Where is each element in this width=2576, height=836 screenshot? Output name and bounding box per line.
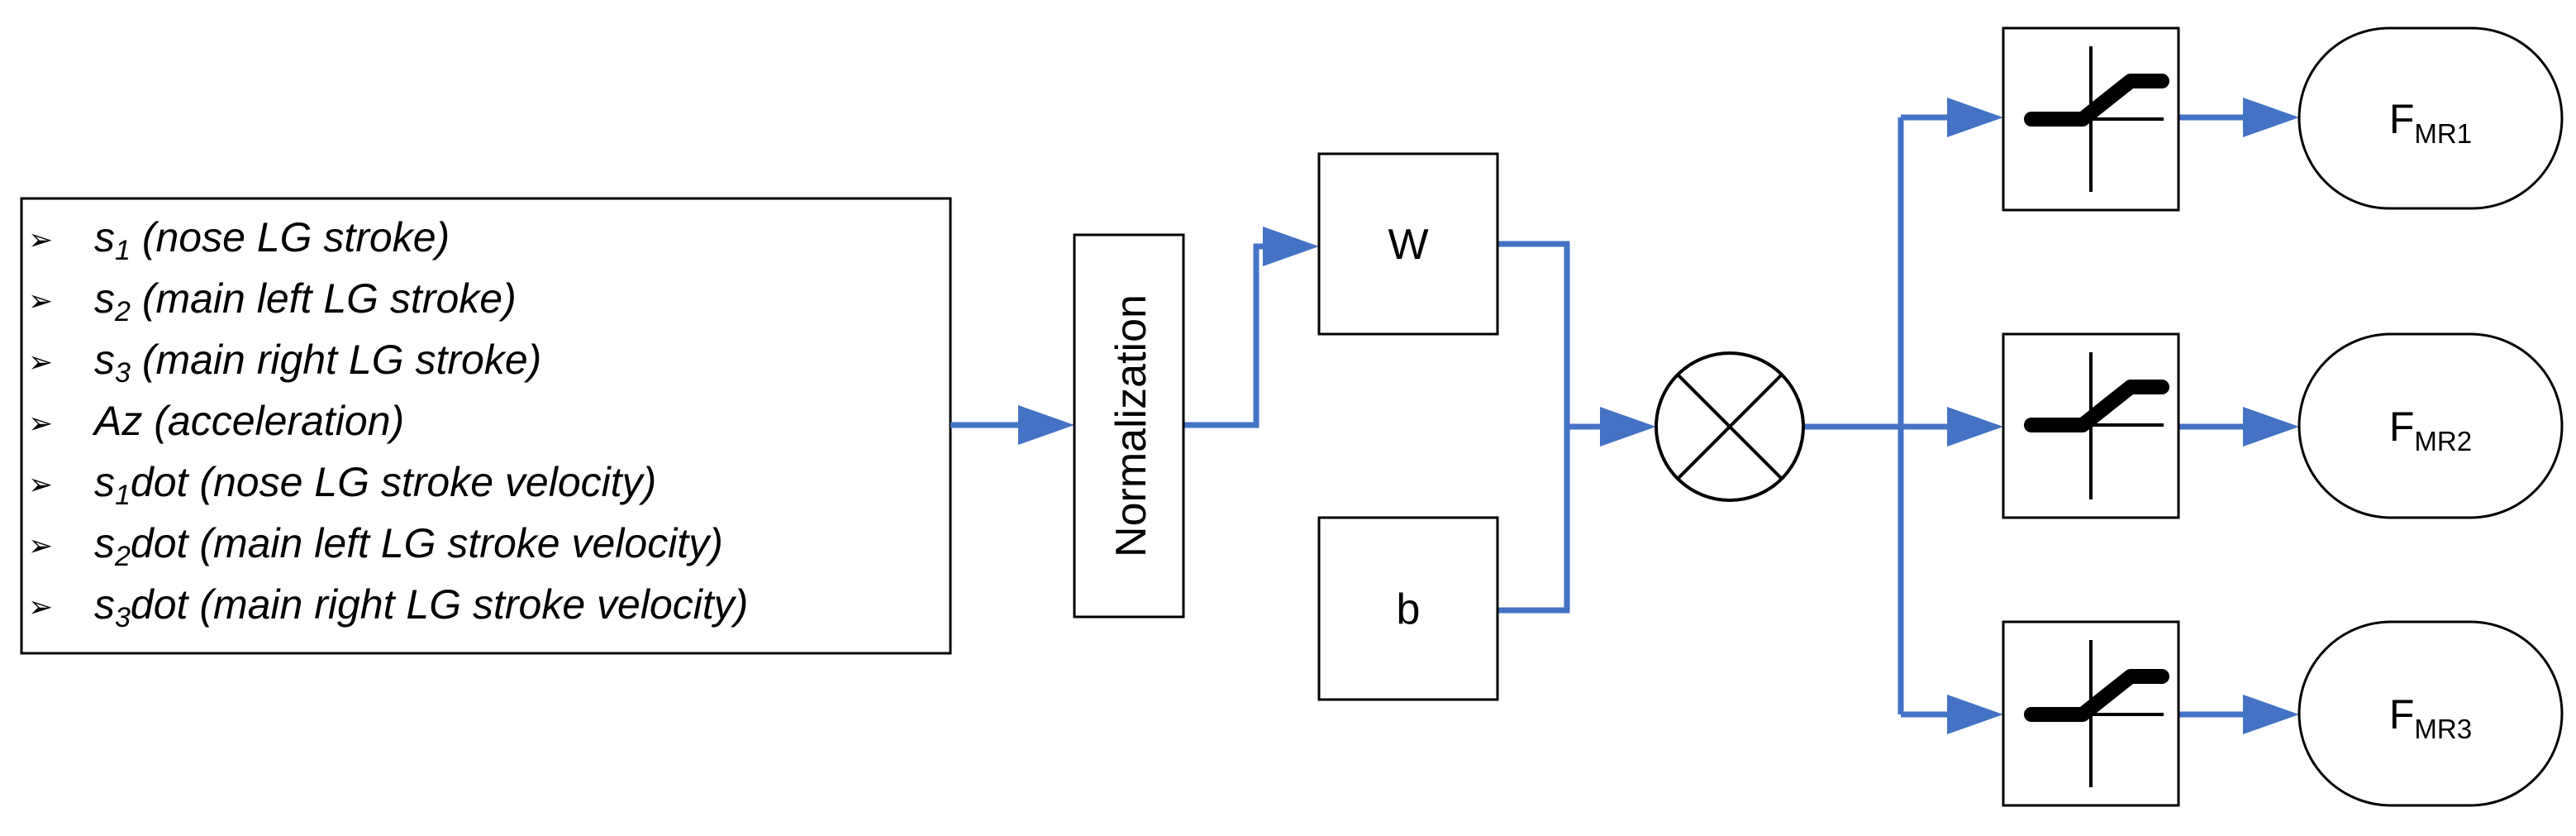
activation-block-1 — [2002, 26, 2180, 212]
bias-label: b — [1397, 585, 1421, 633]
arrow-normalization-to-w — [1183, 243, 1273, 428]
output-3-label: FMR3 — [2389, 691, 2472, 744]
inputs-list: ➢s1 (nose LG stroke)➢s2 (main left LG st… — [28, 214, 748, 633]
saturation-activation-icon — [2024, 46, 2169, 192]
output-2-label: FMR2 — [2389, 404, 2472, 456]
arrowhead-w — [1263, 227, 1319, 266]
arrowhead-normalization — [1018, 405, 1074, 445]
weight-block: W — [1317, 152, 1499, 336]
output-1-sub: MR1 — [2414, 118, 2472, 149]
input-item-label: s1dot (nose LG stroke velocity) — [94, 459, 656, 511]
input-item: ➢ s2 (main left LG stroke) — [28, 275, 517, 327]
input-item-label: Az (acceleration) — [92, 398, 404, 444]
bullet-arrow-icon: ➢ — [28, 529, 53, 563]
input-item: ➢ s1 (nose LG stroke) — [28, 214, 450, 266]
bullet-arrow-icon: ➢ — [28, 223, 53, 257]
input-item-label: s3 (main right LG stroke) — [94, 337, 541, 389]
input-subscript: 1 — [115, 480, 131, 511]
normalization-block: Normalization — [1073, 233, 1185, 619]
input-description: (main right LG stroke) — [131, 337, 541, 383]
arrowhead-output-2 — [2243, 407, 2299, 447]
input-subscript: 2 — [114, 296, 131, 327]
bullet-arrow-icon: ➢ — [28, 468, 53, 502]
output-3-frame — [2297, 620, 2564, 807]
output-2-sub: MR2 — [2414, 426, 2472, 456]
output-2-main: F — [2389, 404, 2415, 450]
output-1-main: F — [2389, 96, 2415, 142]
input-variable: s — [94, 275, 115, 322]
input-variable: s — [94, 337, 115, 383]
inputs-box: ➢s1 (nose LG stroke)➢s2 (main left LG st… — [20, 197, 952, 655]
input-item: ➢ s2dot (main left LG stroke velocity) — [28, 520, 723, 572]
inputs-box-frame — [20, 197, 952, 655]
input-item-label: s3dot (main right LG stroke velocity) — [94, 581, 748, 633]
input-variable: s — [94, 459, 115, 505]
input-description: dot (nose LG stroke velocity) — [131, 459, 656, 505]
input-description: dot (main left LG stroke velocity) — [131, 520, 723, 566]
normalization-frame — [1073, 233, 1185, 619]
output-1: FMR1 — [2297, 26, 2564, 210]
activation-block-3 — [2002, 620, 2180, 807]
arrowhead-activation-3 — [1947, 695, 2003, 734]
bullet-arrow-icon: ➢ — [28, 346, 53, 380]
input-item-label: s2dot (main left LG stroke velocity) — [94, 520, 723, 572]
input-variable: s — [94, 214, 115, 260]
output-3: FMR3 — [2297, 620, 2564, 807]
arrowhead-output-3 — [2243, 695, 2299, 734]
combiner-cross-b — [1676, 373, 1783, 480]
input-subscript: 1 — [115, 235, 131, 266]
arrowhead-combiner — [1600, 407, 1656, 447]
input-subscript: 3 — [115, 357, 131, 389]
input-description: (main left LG stroke) — [131, 275, 517, 322]
output-3-main: F — [2389, 691, 2415, 738]
activation-block-2 — [2002, 332, 2180, 519]
input-description: (nose LG stroke) — [131, 214, 450, 260]
input-item-label: s2 (main left LG stroke) — [94, 275, 517, 327]
flow-connectors — [950, 98, 2299, 734]
input-item: ➢ s3 (main right LG stroke) — [28, 337, 541, 389]
input-item-label: s1 (nose LG stroke) — [94, 214, 450, 266]
multiply-circle-icon — [1655, 351, 1805, 502]
saturation-activation-icon — [2024, 352, 2169, 499]
bullet-arrow-icon: ➢ — [28, 590, 53, 624]
arrowhead-activation-1 — [1947, 98, 2003, 137]
input-variable: s — [94, 520, 115, 566]
bias-block: b — [1317, 516, 1499, 701]
input-description: dot (main right LG stroke velocity) — [131, 581, 749, 628]
arrowhead-activation-2 — [1947, 407, 2003, 447]
output-2: FMR2 — [2297, 332, 2564, 519]
connector-w-b-bus — [1498, 241, 1570, 614]
output-1-frame — [2297, 26, 2564, 210]
weight-label: W — [1388, 221, 1428, 269]
input-item: ➢ s1dot (nose LG stroke velocity) — [28, 459, 656, 511]
arrowhead-output-1 — [2243, 98, 2299, 137]
bullet-arrow-icon: ➢ — [28, 284, 53, 318]
input-subscript: 2 — [114, 541, 131, 572]
weight-frame — [1317, 152, 1499, 336]
bullet-arrow-icon: ➢ — [28, 407, 53, 441]
normalization-label: Normalization — [1107, 294, 1155, 557]
input-subscript: 3 — [115, 602, 131, 633]
output-3-sub: MR3 — [2414, 714, 2472, 744]
bias-frame — [1317, 516, 1499, 701]
output-2-frame — [2297, 332, 2564, 519]
output-1-label: FMR1 — [2389, 96, 2472, 149]
input-item: ➢ s3dot (main right LG stroke velocity) — [28, 581, 748, 633]
input-item: ➢ Az (acceleration) — [28, 398, 404, 444]
saturation-activation-icon — [2024, 640, 2169, 787]
input-variable: Az — [92, 398, 142, 444]
input-description: (acceleration) — [142, 398, 404, 444]
input-variable: s — [94, 581, 115, 628]
